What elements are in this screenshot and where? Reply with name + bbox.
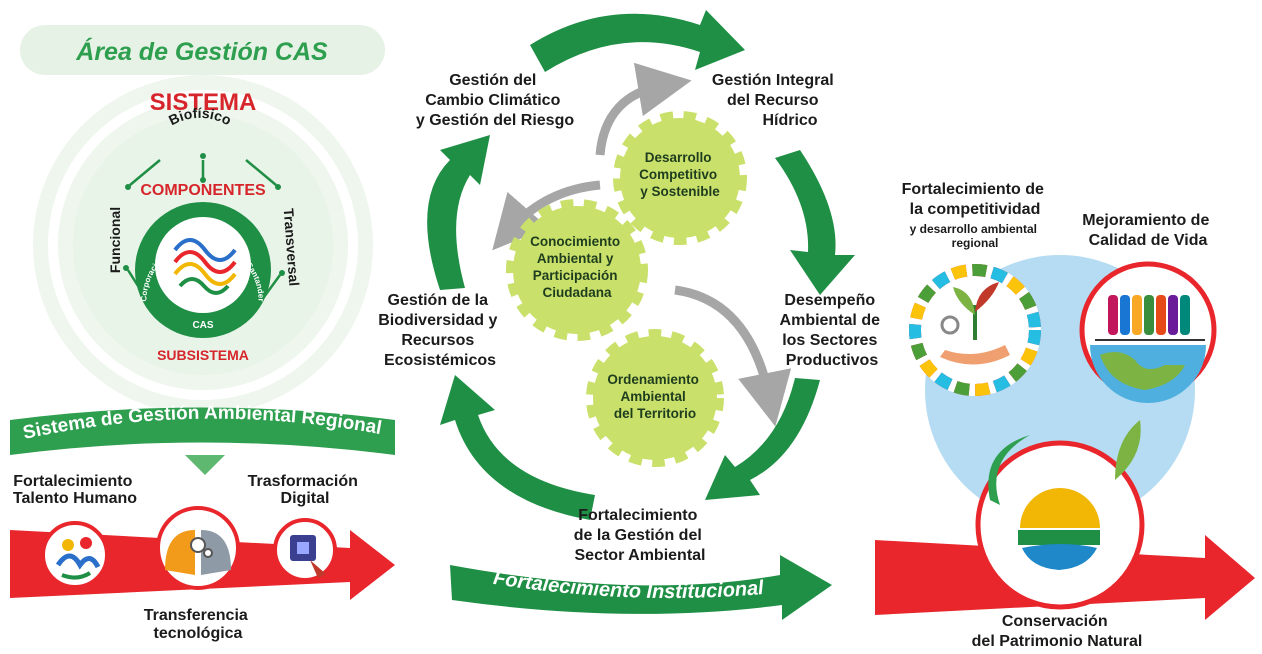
brain-gears-icon [156, 506, 240, 590]
outer-ring [48, 90, 358, 400]
right-section: Fortalecimiento de la competitividad y d… [875, 181, 1255, 650]
inner-grey-arrows [492, 62, 792, 427]
funcional-label: Funcional [107, 207, 123, 273]
gear-ordenamiento: Ordenamiento Ambiental del Territorio [586, 329, 724, 467]
component-arrowheads [123, 153, 285, 276]
cambio-climatico-label: Gestión del Cambio Climático y Gestión d… [416, 72, 574, 129]
transversal-label: Transversal [281, 208, 303, 287]
left-section: Área de Gestión CAS SISTEMA Biofísico CO… [10, 25, 395, 642]
area-title-banner [20, 25, 385, 75]
cycle-arrow-right [775, 150, 855, 295]
cas-label: CAS [192, 320, 213, 331]
calidad-vida-label: Mejoramiento de Calidad de Vida [1082, 212, 1214, 249]
sector-ambiental-label: Fortalecimiento de la Gestión del Sector… [574, 507, 706, 564]
subsistema-label: SUBSISTEMA [157, 347, 249, 363]
sigar-down-arrow [185, 455, 225, 475]
competitividad-label: Fortalecimiento de la competitividad [902, 181, 1049, 218]
cycle-arrow-left [427, 135, 490, 290]
componentes-label: COMPONENTES [140, 182, 266, 199]
gear-conocimiento: Conocimiento Ambiental y Participación C… [506, 199, 648, 341]
chip-hand-icon [273, 518, 337, 582]
talento-humano-icon [41, 521, 109, 589]
desempeno-label: Desempeño Ambiental de los Sectores Prod… [780, 292, 885, 369]
competitividad-sub-label: y desarrollo ambiental regional [910, 222, 1041, 250]
svg-text:Desarrollo Competitivo: Desarrollo Competitivo y Sostenible [639, 150, 721, 199]
recurso-hidrico-label: Gestión Integral del Recurso Hídrico [712, 72, 838, 129]
institucional-banner [450, 555, 832, 620]
conservacion-label: Conservación del Patrimonio Natural [972, 613, 1143, 650]
cas-logo-icon [173, 238, 237, 295]
center-cycle: Desarrollo Competitivo y Sostenible Cono… [378, 10, 885, 620]
transferencia-label: Transferencia tecnológica [144, 607, 253, 642]
svg-text:Ordenamiento Ambiental: Ordenamiento Ambiental del Territorio [607, 372, 702, 421]
sigar-banner [10, 407, 395, 455]
plant-hand-sdg-icon [909, 264, 1041, 396]
gear-desarrollo: Desarrollo Competitivo y Sostenible [613, 111, 747, 245]
svg-text:Conocimiento Ambiental: Conocimiento Ambiental y Participación C… [530, 234, 624, 300]
landscape-leaf-icon [975, 420, 1145, 610]
digital-label: Trasformación Digital [248, 473, 363, 507]
area-title: Área de Gestión CAS [75, 37, 328, 66]
cycle-arrow-bottom-right [705, 378, 820, 500]
cycle-arrows [427, 10, 855, 520]
cycle-arrow-top [530, 10, 745, 72]
biofisico-label: Biofísico [166, 105, 234, 128]
biodiversidad-label: Gestión de la Biodiversidad y Recursos E… [378, 292, 502, 369]
cycle-arrow-bottom-left [440, 375, 595, 520]
cas-logo-disc [155, 217, 251, 313]
sistema-label: SISTEMA [150, 89, 257, 116]
talento-label: Fortalecimiento Talento Humano [13, 473, 137, 507]
people-earth-icon [1079, 261, 1217, 403]
